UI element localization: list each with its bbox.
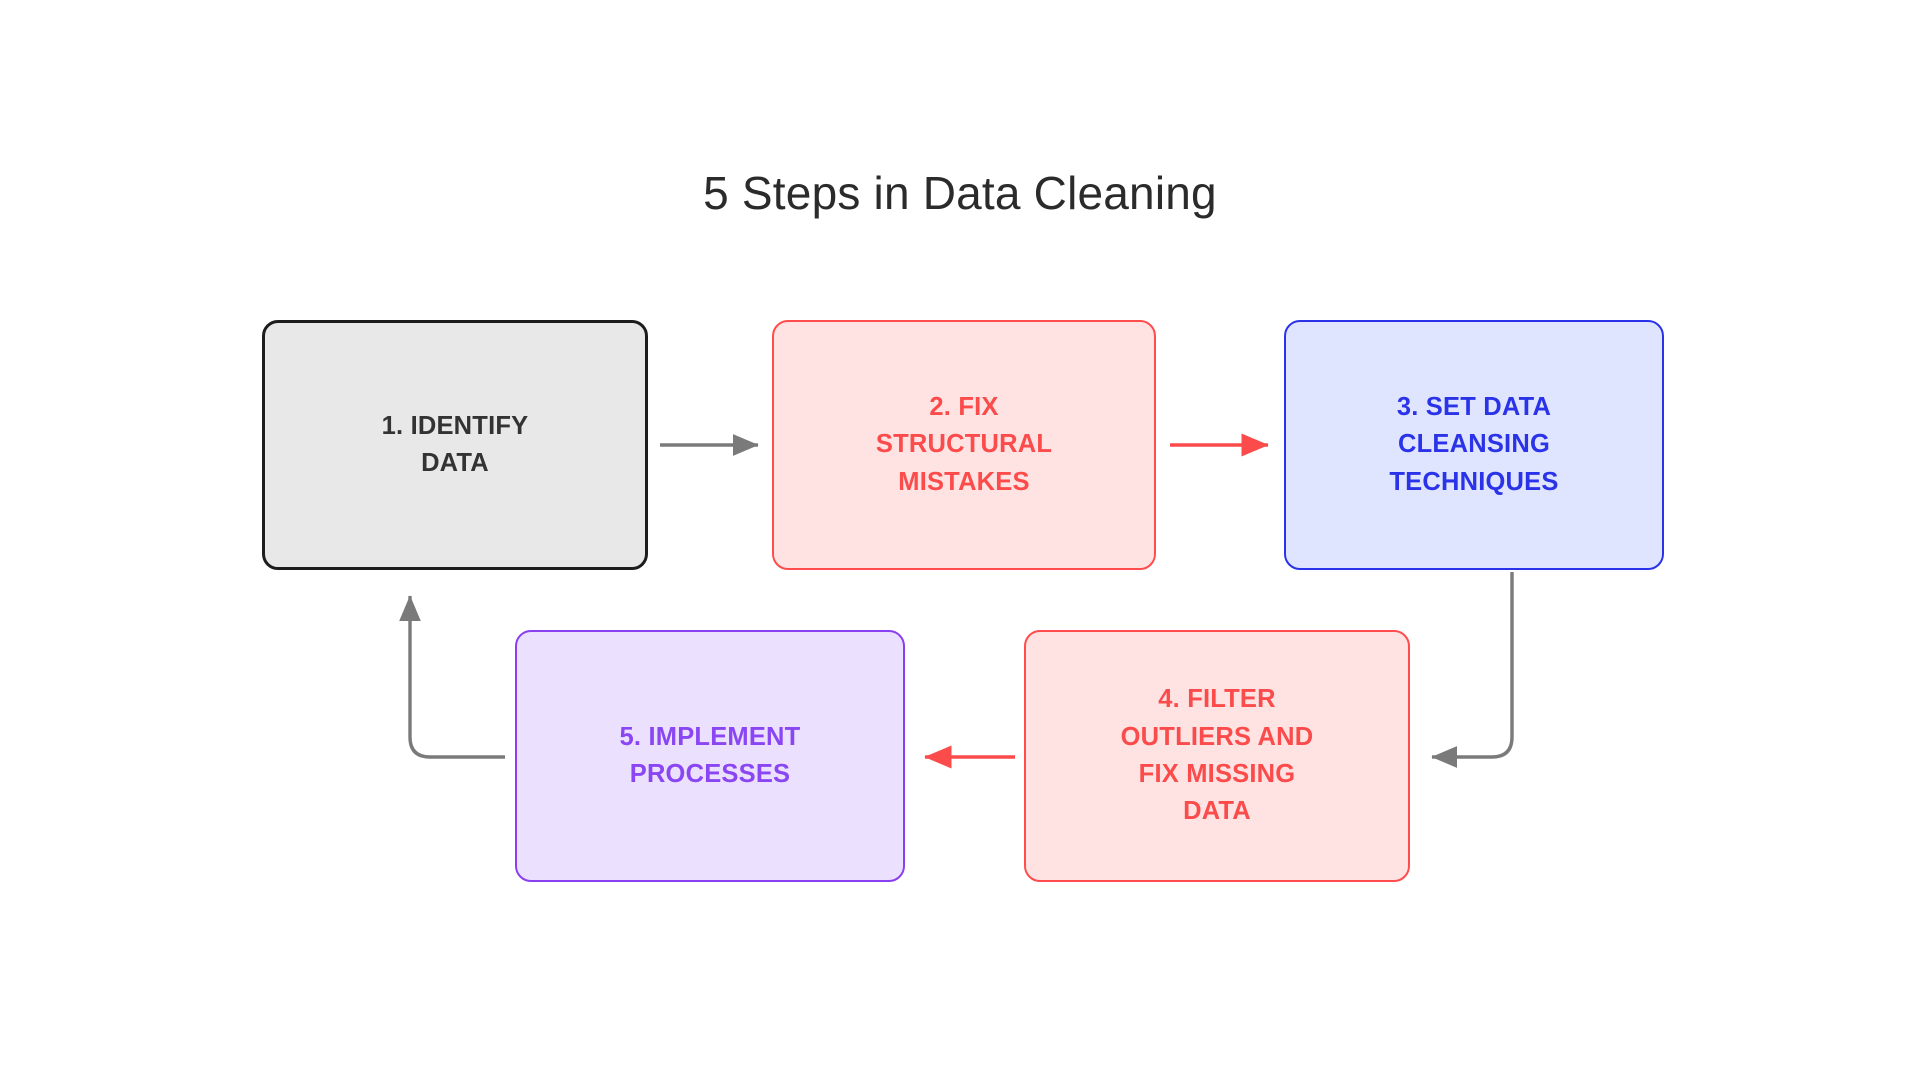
node-label: 2. FIX STRUCTURAL MISTAKES [875, 392, 1053, 496]
process-node-fix-structural-mistakes[interactable]: 2. FIX STRUCTURAL MISTAKES [772, 320, 1156, 570]
page-title: 5 Steps in Data Cleaning [703, 167, 1217, 219]
connector-3-to-4 [1431, 572, 1514, 768]
node-label: 4. FILTER OUTLIERS AND FIX MISSING DATA [1120, 685, 1314, 826]
process-node-implement-processes[interactable]: 5. IMPLEMENT PROCESSES [515, 630, 905, 882]
connector-5-to-1 [399, 595, 505, 759]
node-label: 5. IMPLEMENT PROCESSES [619, 722, 801, 788]
process-node-identify-data[interactable]: 1. IDENTIFY DATA [262, 320, 648, 570]
process-node-filter-outliers-fix-missing-data[interactable]: 4. FILTER OUTLIERS AND FIX MISSING DATA [1024, 630, 1410, 882]
node-label: 3. SET DATA CLEANSING TECHNIQUES [1389, 392, 1559, 496]
process-node-set-data-cleansing-techniques[interactable]: 3. SET DATA CLEANSING TECHNIQUES [1284, 320, 1664, 570]
node-label: 1. IDENTIFY DATA [381, 411, 529, 477]
